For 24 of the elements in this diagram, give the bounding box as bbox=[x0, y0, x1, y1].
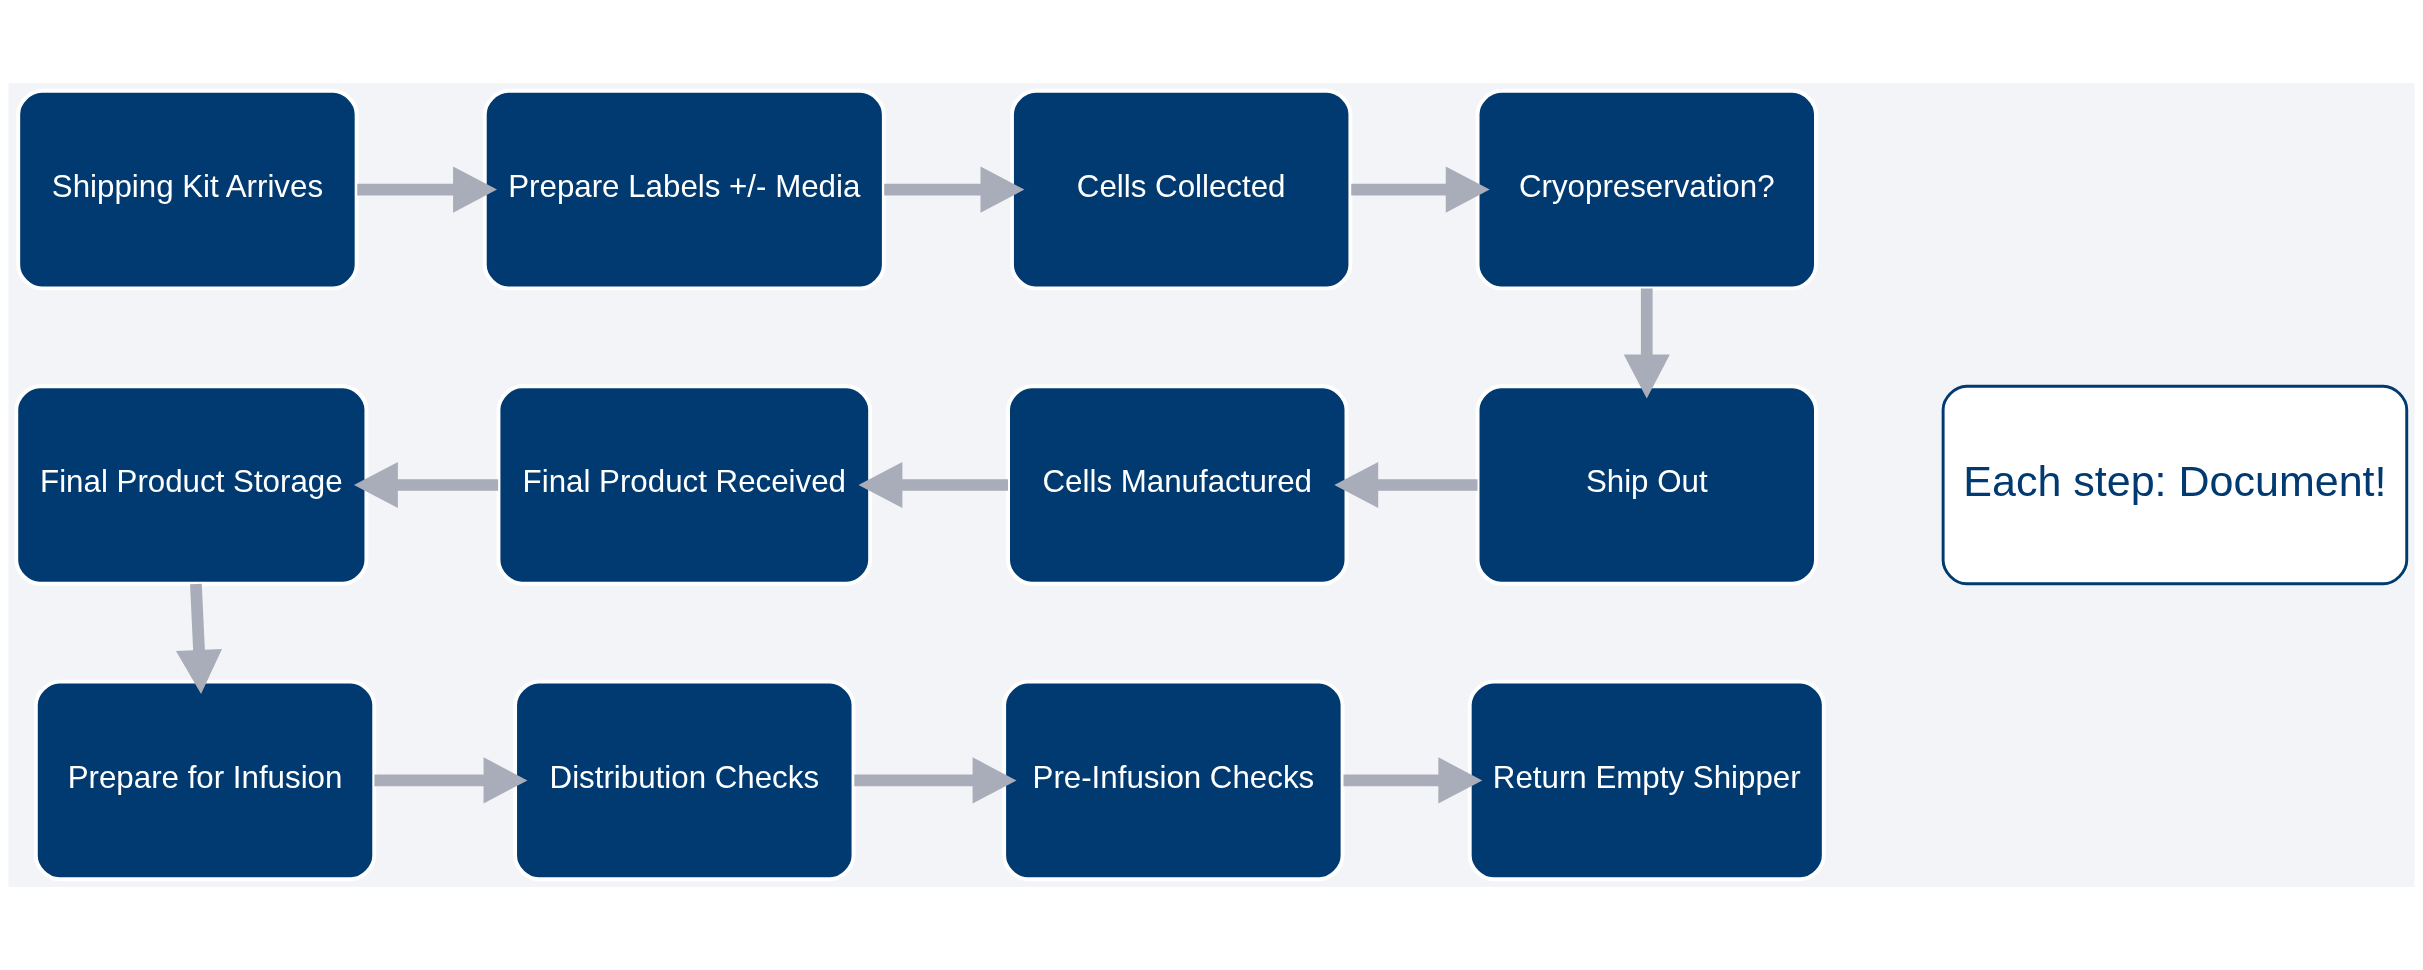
node-box: Cryopreservation? bbox=[1475, 88, 1818, 291]
node-box: Final Product Received bbox=[496, 384, 873, 586]
node-box: Final Product Storage bbox=[14, 384, 369, 586]
arrow bbox=[353, 461, 499, 509]
arrow bbox=[1334, 461, 1478, 509]
node-box: Ship Out bbox=[1475, 384, 1818, 586]
arrow bbox=[854, 757, 1017, 804]
node-box: Cells Collected bbox=[1010, 88, 1353, 291]
arrow bbox=[1351, 166, 1490, 213]
arrow bbox=[884, 166, 1025, 213]
arrow bbox=[1623, 288, 1670, 399]
node-box: Prepare for Infusion bbox=[33, 679, 377, 882]
arrow bbox=[1343, 757, 1483, 804]
node-box: Distribution Checks bbox=[513, 679, 856, 882]
node-box: Prepare Labels +/- Media bbox=[482, 88, 886, 291]
node-box: Shipping Kit Arrives bbox=[16, 88, 359, 291]
node-box: Return Empty Shipper bbox=[1467, 679, 1826, 882]
node-box: Cells Manufactured bbox=[1006, 384, 1349, 586]
arrow bbox=[175, 583, 222, 694]
arrow bbox=[374, 757, 528, 804]
arrow bbox=[357, 166, 497, 213]
arrow bbox=[858, 461, 1009, 509]
node-box: Pre-Infusion Checks bbox=[1002, 679, 1345, 882]
node-box: Each step: Document! bbox=[1941, 384, 2409, 586]
